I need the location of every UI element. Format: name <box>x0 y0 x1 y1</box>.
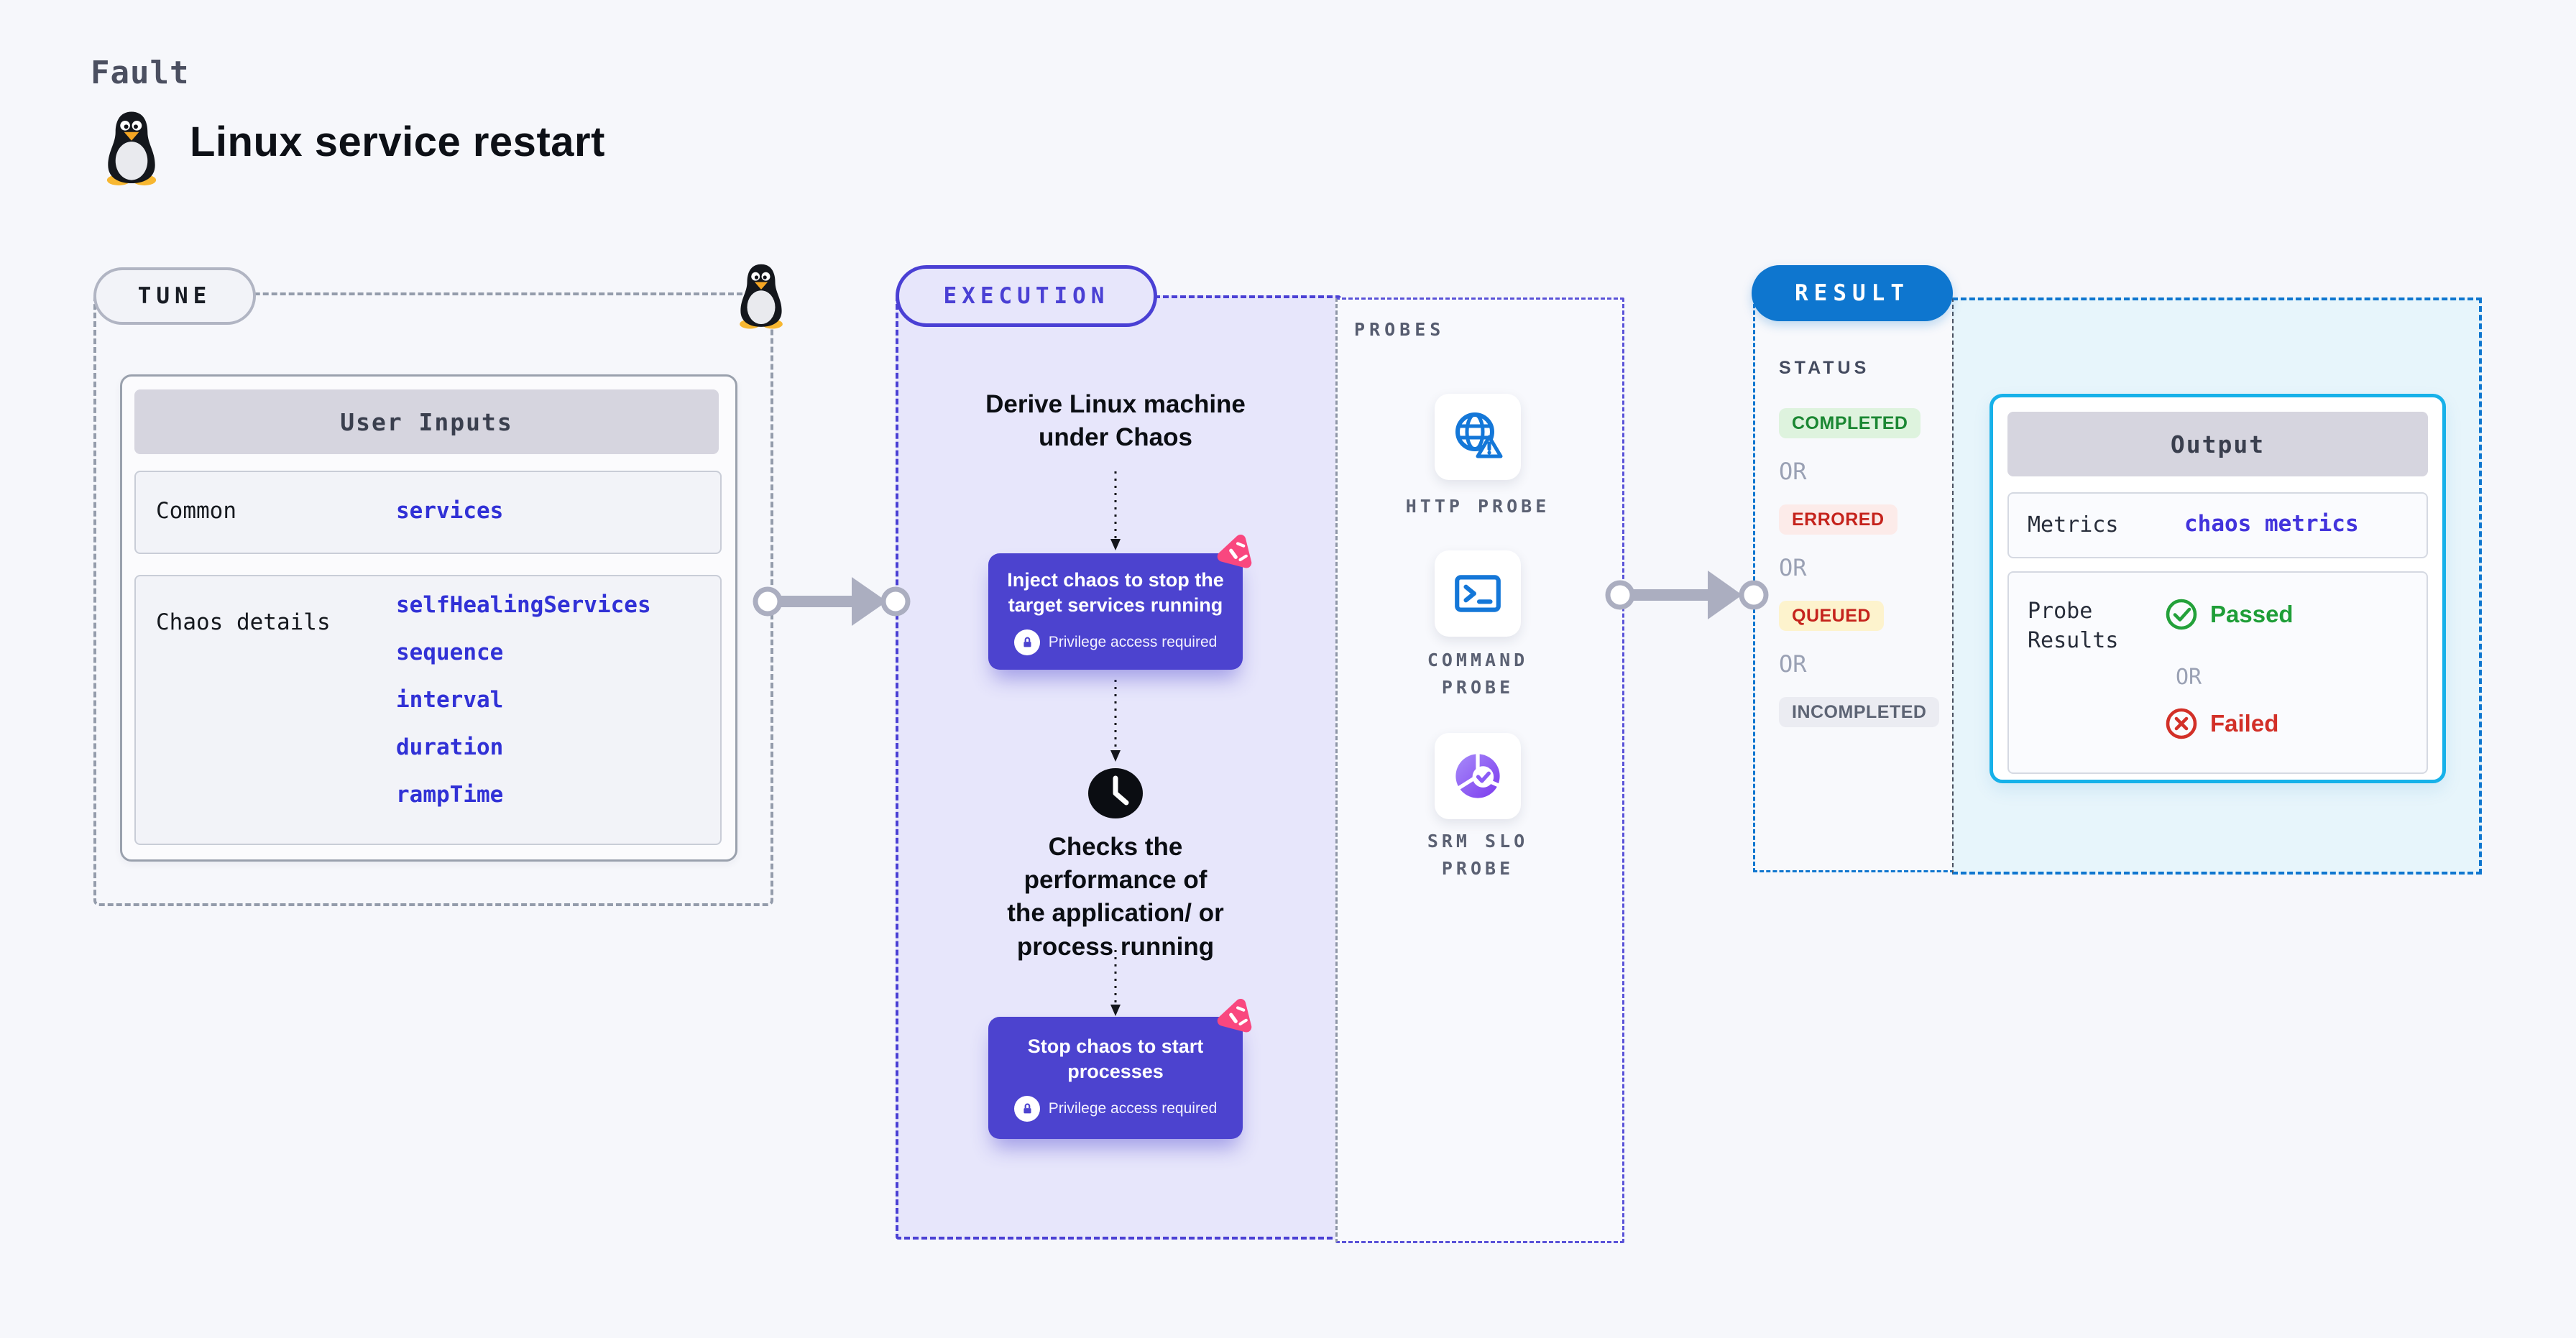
chaos-experiment-icon <box>1217 998 1252 1033</box>
status-badge-incompleted: INCOMPLETED <box>1779 697 1940 727</box>
inject-chaos-card: Inject chaos to stop the target services… <box>988 553 1243 670</box>
or-separator: OR <box>1779 554 1807 581</box>
user-inputs-row-chaos-details: Chaos details selfHealingServices sequen… <box>134 575 722 845</box>
inject-chaos-title: Inject chaos to stop the target services… <box>1007 568 1224 616</box>
srm-slo-probe-card <box>1435 733 1521 819</box>
passed-check-icon <box>2166 599 2197 630</box>
or-separator: OR <box>1779 458 1807 485</box>
step-derive-machine: Derive Linux machine under Chaos <box>985 390 1246 452</box>
slo-donut-icon <box>1455 752 1501 798</box>
row-label: Common <box>156 498 236 524</box>
row-value: interval <box>396 687 504 713</box>
output-header: Output <box>2007 412 2428 476</box>
dotted-arrow-down-icon <box>1110 680 1121 762</box>
or-separator: OR <box>1779 650 1807 678</box>
tux-penguin-icon <box>106 111 157 185</box>
chaos-experiment-icon <box>1217 534 1252 568</box>
failed-label: Failed <box>2210 710 2279 737</box>
row-value: services <box>396 498 504 524</box>
status-badge-errored: ERRORED <box>1779 504 1898 535</box>
metrics-value: chaos metrics <box>2184 511 2359 537</box>
metrics-label: Metrics <box>2028 512 2119 537</box>
step-checks-performance: Checks the performance of the applicatio… <box>1007 833 1224 961</box>
privilege-note: Privilege access required <box>1048 1100 1218 1117</box>
clock-icon <box>1088 768 1143 818</box>
row-value: duration <box>396 734 504 760</box>
arrow-tune-to-execution <box>753 577 911 626</box>
result-badge: RESULT <box>1752 265 1953 321</box>
stop-chaos-card: Stop chaos to start processes Privilege … <box>988 1017 1243 1139</box>
status-badge-completed: COMPLETED <box>1779 408 1921 438</box>
page-title: Linux service restart <box>190 119 605 165</box>
command-probe-label: COMMAND PROBE <box>1427 650 1529 698</box>
probe-results-row: Probe Results Passed OR Failed <box>2007 571 2428 774</box>
privilege-note: Privilege access required <box>1048 634 1218 651</box>
row-value: rampTime <box>396 782 504 808</box>
tux-penguin-icon <box>740 264 783 329</box>
execution-badge: EXECUTION <box>896 265 1157 327</box>
passed-label: Passed <box>2210 601 2294 627</box>
http-probe-card <box>1435 394 1521 480</box>
dotted-arrow-down-icon <box>1110 950 1121 1016</box>
row-value: selfHealingServices <box>396 592 651 618</box>
stop-chaos-title: Stop chaos to start processes <box>1027 1035 1204 1082</box>
probe-results-label: Probe Results <box>2028 599 2119 653</box>
or-separator: OR <box>2176 665 2202 690</box>
row-value: sequence <box>396 640 504 665</box>
status-list: COMPLETED OR ERRORED OR QUEUED OR INCOMP… <box>1779 408 1940 727</box>
srm-slo-probe-label: SRM SLO PROBE <box>1427 831 1529 879</box>
metrics-row: Metrics chaos metrics <box>2007 492 2428 558</box>
dotted-arrow-down-icon <box>1110 471 1121 550</box>
tune-badge: TUNE <box>93 267 256 325</box>
user-inputs-row-common: Common services <box>134 471 722 554</box>
status-badge-queued: QUEUED <box>1779 601 1884 631</box>
fault-kicker: Fault <box>91 55 190 91</box>
globe-alert-icon <box>1455 412 1503 458</box>
http-probe-label: HTTP PROBE <box>1405 496 1550 517</box>
row-label: Chaos details <box>156 609 331 635</box>
output-card: Output Metrics chaos metrics Probe Resul… <box>1990 394 2446 783</box>
terminal-icon <box>1455 575 1501 612</box>
arrow-execution-to-result <box>1605 571 1769 619</box>
status-label: STATUS <box>1779 358 1870 378</box>
command-probe-card <box>1435 550 1521 637</box>
lock-icon <box>1013 629 1040 656</box>
probes-label: PROBES <box>1354 319 1445 340</box>
failed-x-icon <box>2166 708 2197 739</box>
lock-icon <box>1013 1096 1040 1122</box>
user-inputs-header: User Inputs <box>134 389 719 454</box>
